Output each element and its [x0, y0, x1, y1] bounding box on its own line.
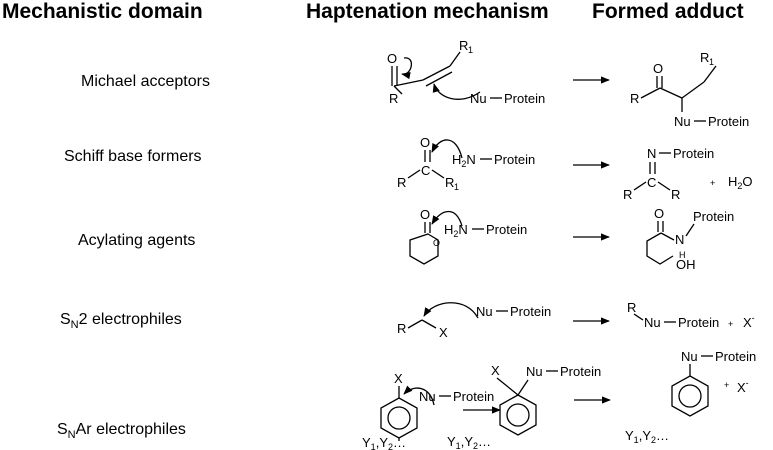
- atom-nu: Nu: [644, 315, 661, 330]
- domain-michael-acceptors: Michael acceptors: [81, 73, 210, 90]
- acylating-adduct: O N H Protein OH: [646, 206, 734, 272]
- snar-adduct: Nu Protein + X- Y1,Y2…: [625, 349, 756, 445]
- atom-h2n: H2N: [444, 222, 468, 239]
- atom-n: N: [647, 146, 656, 161]
- domain-sn2-rest: 2 electrophiles: [78, 311, 182, 328]
- sn2-mechanism: R X Nu Protein: [397, 302, 551, 340]
- atom-nu: Nu: [674, 114, 691, 129]
- schiff-adduct: N Protein C R R + H2O: [623, 146, 753, 202]
- atom-nu: Nu: [476, 304, 493, 319]
- atom-r: R: [627, 300, 636, 315]
- atom-n: N: [675, 232, 684, 247]
- atom-oh: OH: [676, 257, 696, 272]
- atom-r: R: [623, 187, 632, 202]
- atom-x: X: [491, 363, 500, 378]
- label-protein: Protein: [494, 152, 535, 167]
- domain-sn2-sub: N: [70, 319, 79, 332]
- atom-nu: Nu: [526, 364, 543, 379]
- atom-r: R: [389, 91, 398, 106]
- atom-o: O: [420, 207, 430, 222]
- domain-schiff-base-formers: Schiff base formers: [64, 148, 202, 165]
- label-protein: Protein: [693, 209, 734, 224]
- plus-sign: +: [728, 319, 733, 329]
- plus-sign: +: [724, 380, 729, 390]
- water: H2O: [728, 174, 753, 191]
- atom-o: O: [653, 61, 663, 76]
- label-protein: Protein: [560, 364, 601, 379]
- atom-h: H: [679, 250, 686, 260]
- substituents-y: Y1,Y2…: [362, 435, 406, 450]
- header-mechanistic-domain: Mechanistic domain: [2, 0, 203, 23]
- atom-x: X: [394, 371, 403, 386]
- label-protein: Protein: [715, 349, 756, 364]
- atom-r1: R: [700, 50, 709, 65]
- atom-x: X-: [737, 378, 749, 395]
- atom-o: O: [387, 51, 397, 66]
- label-protein: Protein: [504, 91, 545, 106]
- plus-sign: +: [710, 178, 715, 188]
- atom-c: C: [647, 175, 656, 190]
- sn2-adduct: R Nu Protein + X-: [627, 300, 755, 330]
- domain-snar-electrophiles: SNAr electrophiles: [57, 421, 186, 441]
- domain-snar-s: S: [57, 421, 68, 438]
- label-protein: Protein: [510, 304, 551, 319]
- atom-c: C: [421, 163, 430, 178]
- label-protein: Protein: [453, 389, 494, 404]
- atom-nu: Nu: [419, 389, 436, 404]
- atom-o: O: [420, 135, 430, 150]
- domain-snar-rest: Ar electrophiles: [75, 421, 186, 438]
- snar-intermediate: X Nu Protein Y1,Y2…: [447, 363, 601, 450]
- substituents-y: Y1,Y2…: [625, 428, 669, 445]
- domain-sn2-s: S: [60, 311, 71, 328]
- atom-r1-sub: 1: [468, 45, 473, 55]
- domain-acylating-agents: Acylating agents: [78, 232, 196, 249]
- snar-reactant: X Nu Protein Y1,Y2…: [362, 371, 494, 450]
- atom-x: X: [439, 325, 448, 340]
- label-protein: Protein: [673, 146, 714, 161]
- domain-sn2-electrophiles: SN2 electrophiles: [60, 311, 182, 331]
- atom-r1-sub: 1: [709, 57, 714, 67]
- label-protein: Protein: [486, 222, 527, 237]
- atom-r: R: [397, 321, 406, 336]
- atom-r1: R: [445, 175, 454, 190]
- atom-r: R: [397, 175, 406, 190]
- label-protein: Protein: [708, 114, 749, 129]
- atom-o: O: [654, 206, 664, 221]
- atom-r1-sub: 1: [454, 182, 459, 192]
- atom-o-ring: O: [433, 238, 440, 248]
- atom-nu: Nu: [681, 349, 698, 364]
- michael-mechanism: O R R 1 Nu Protein: [387, 38, 545, 106]
- atom-r: R: [630, 91, 639, 106]
- label-protein: Protein: [678, 315, 719, 330]
- atom-nu: Nu: [470, 91, 487, 106]
- michael-adduct: O R R 1 Nu Protein: [630, 50, 749, 129]
- substituents-y: Y1,Y2…: [447, 434, 491, 450]
- schiff-mechanism: O C R R 1 H2N Protein: [397, 135, 535, 192]
- atom-r: R: [671, 187, 680, 202]
- atom-r1: R: [459, 38, 468, 53]
- header-haptenation-mechanism: Haptenation mechanism: [306, 0, 549, 23]
- acylating-mechanism: O O H2N Protein: [409, 207, 527, 265]
- header-formed-adduct: Formed adduct: [592, 0, 744, 23]
- atom-h2n: H2N: [452, 152, 476, 169]
- atom-x: X-: [743, 313, 755, 330]
- domain-snar-sub: N: [67, 429, 76, 442]
